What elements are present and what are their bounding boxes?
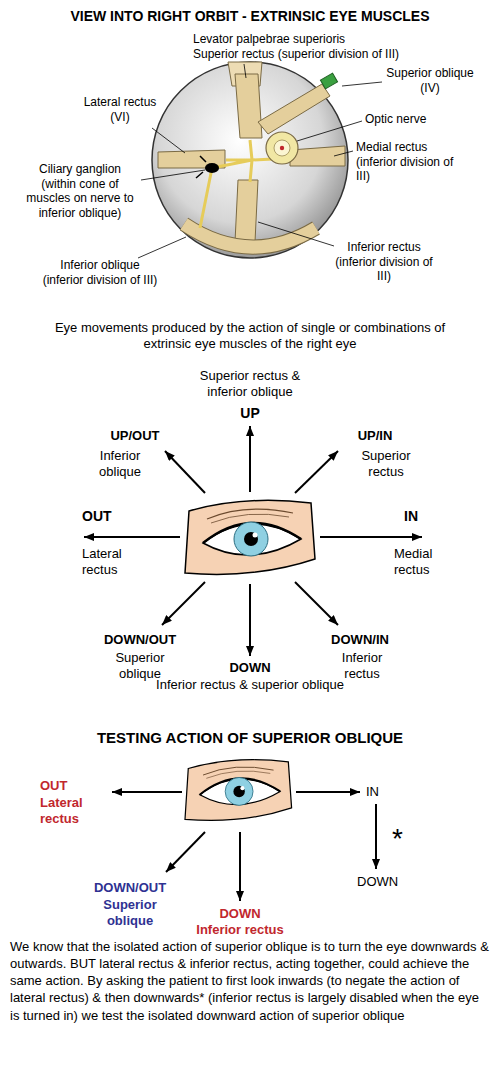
nerve xyxy=(200,140,292,228)
leader-line xyxy=(138,237,186,258)
direction-label: UP/OUT xyxy=(110,428,159,444)
trochlea xyxy=(320,73,337,89)
ganglion-roots xyxy=(196,156,206,178)
muscle-label: Lateral rectus xyxy=(40,795,110,827)
direction-label: OUT xyxy=(82,508,112,525)
muscle-label: Inferior oblique xyxy=(85,448,155,480)
muscle-label: Inferior rectus & superior oblique xyxy=(156,677,344,693)
arrow xyxy=(162,582,205,625)
superior-oblique xyxy=(258,84,330,134)
optic-nerve-core xyxy=(274,140,290,156)
muscle-label: Inferior oblique (inferior division of I… xyxy=(42,258,158,287)
muscle-label: Superior rectus xyxy=(351,448,421,480)
muscle-label: Inferior rectus xyxy=(196,922,283,938)
muscle-label: Superior rectus & inferior oblique xyxy=(180,368,320,400)
leader-line xyxy=(342,82,382,86)
direction-label: DOWN/IN xyxy=(331,632,389,648)
eye-drawing xyxy=(185,760,292,821)
direction-label: UP/IN xyxy=(358,428,393,444)
structure-label: Ciliary ganglion (within cone of muscles… xyxy=(21,162,139,221)
arrow xyxy=(249,584,251,656)
ciliary-ganglion xyxy=(205,163,219,173)
direction-arrows xyxy=(84,426,422,656)
optic-nerve xyxy=(266,132,298,164)
arrow xyxy=(249,426,251,492)
leader-line xyxy=(297,121,362,141)
arrow xyxy=(112,791,182,793)
diagram-title: VIEW INTO RIGHT ORBIT - EXTRINSIC EYE MU… xyxy=(70,8,429,25)
section-note: Eye movements produced by the action of … xyxy=(30,320,470,352)
structure-label: Optic nerve xyxy=(365,112,426,127)
leader-lines xyxy=(138,64,382,258)
muscle-label: Inferior rectus (inferior division of II… xyxy=(328,240,440,284)
leader-line xyxy=(244,64,246,78)
muscle-label: Lateral rectus (VI) xyxy=(77,95,163,124)
superior-rectus xyxy=(235,74,262,138)
inferior-oblique xyxy=(184,224,316,247)
inferior-rectus xyxy=(235,180,258,242)
arrow xyxy=(295,582,338,625)
central-artery xyxy=(280,146,284,150)
arrow xyxy=(165,451,205,493)
direction-label: IN xyxy=(366,784,379,800)
muscle-label: Inferior rectus xyxy=(327,650,397,682)
direction-label: IN xyxy=(404,508,418,525)
muscle-label: Lateral rectus xyxy=(82,546,152,578)
orbit-sphere xyxy=(152,62,348,258)
direction-label: DOWN xyxy=(229,660,270,676)
direction-label: UP xyxy=(240,405,259,422)
muscle-label: Superior oblique xyxy=(92,897,168,929)
arrow xyxy=(239,832,241,901)
arrow xyxy=(295,451,338,493)
muscle-label: Levator palpebrae superioris xyxy=(193,32,345,47)
direction-label: DOWN/OUT xyxy=(104,632,176,648)
direction-label: DOWN xyxy=(219,906,260,922)
direction-label: DOWN/OUT xyxy=(94,880,166,896)
caption: We know that the isolated action of supe… xyxy=(10,938,490,1024)
muscle-label: Superior oblique (IV) xyxy=(380,66,480,95)
muscle-label: Medial rectus xyxy=(394,546,464,578)
leader-line xyxy=(141,170,205,180)
direction-label: OUT xyxy=(40,778,67,794)
arrow xyxy=(166,832,205,872)
leader-line xyxy=(258,222,334,246)
direction-label: DOWN xyxy=(357,874,398,890)
arrow xyxy=(375,804,377,869)
muscle-label: Superior rectus (superior division of II… xyxy=(193,47,399,62)
arrow xyxy=(84,536,180,538)
muscle-label: Superior oblique xyxy=(102,650,178,682)
muscle-label: Medial rectus (inferior division of III) xyxy=(356,140,468,184)
eye-drawing xyxy=(185,500,315,574)
arrow xyxy=(320,536,422,538)
section-heading: TESTING ACTION OF SUPERIOR OBLIQUE xyxy=(97,729,403,747)
arrow xyxy=(296,791,360,793)
inferior-oblique-outline xyxy=(184,224,316,247)
leader-line xyxy=(152,128,185,153)
footnote-mark: * xyxy=(392,822,403,856)
leader-line xyxy=(334,151,353,156)
